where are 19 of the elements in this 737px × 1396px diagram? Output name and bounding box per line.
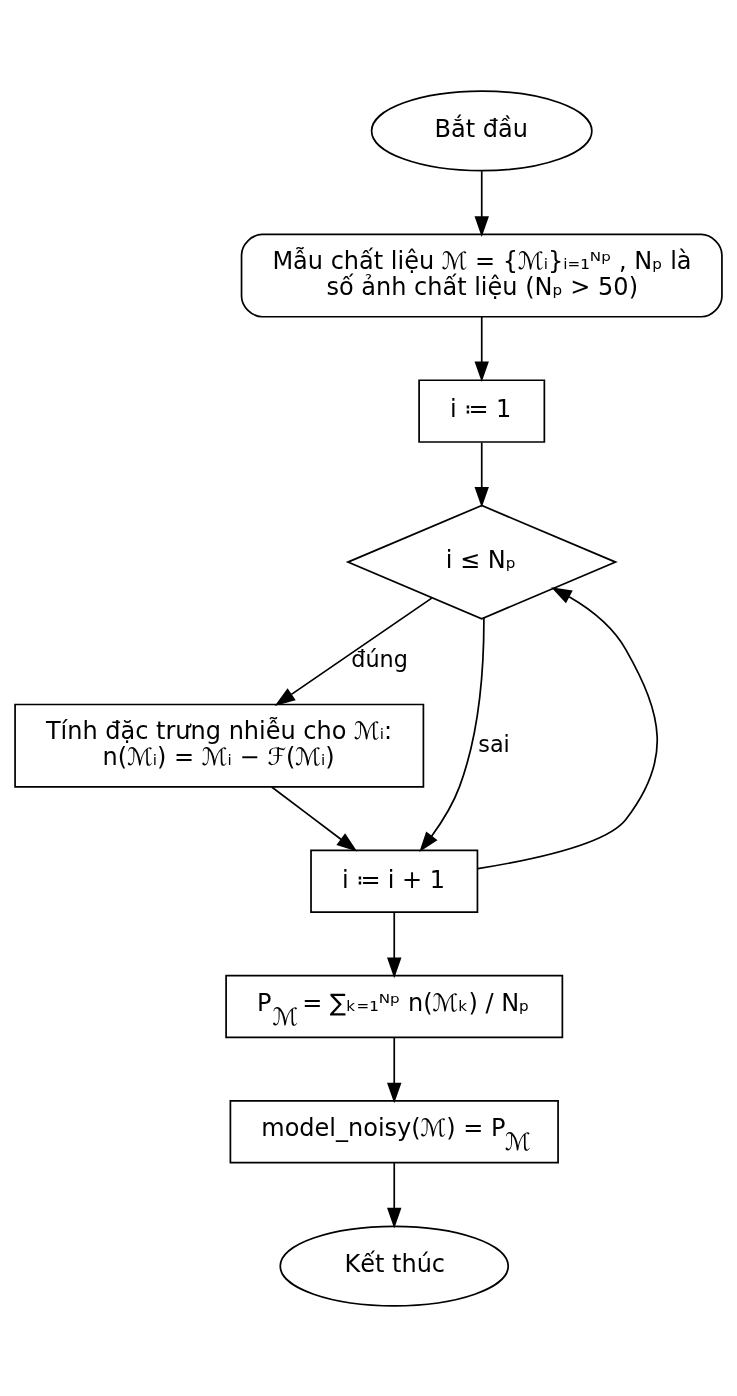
node-diamond: i ≤ Nₚ — [345, 504, 618, 620]
arrow — [387, 1161, 402, 1228]
arrow — [474, 169, 489, 237]
arrow — [274, 596, 433, 706]
node-box: i ≔ i + 1 — [310, 849, 479, 913]
arrow — [477, 586, 659, 869]
arrow — [270, 785, 358, 852]
edge-label: sai — [478, 730, 510, 757]
node-ellipse: Bắt đầu — [370, 89, 593, 171]
arrow — [387, 911, 402, 978]
arrow — [387, 1036, 402, 1103]
node-box: Tính đặc trưng nhiễu cho ℳᵢ: n(ℳᵢ) = ℳᵢ − ℱ(ℳᵢ) — [14, 703, 425, 788]
arrow — [474, 315, 489, 382]
edge-label: đúng — [351, 645, 408, 672]
node-ellipse: Kết thúc — [279, 1225, 510, 1307]
node-box: Mẫu chất liệu ℳ = {ℳᵢ}ᵢ₌₁ᴺᵖ , Nₚ là số ảnh chất liệu (Nₚ > 50) — [240, 233, 723, 318]
arrow — [474, 441, 489, 507]
node-box: i ≔ 1 — [418, 378, 546, 443]
arrow — [419, 616, 485, 852]
